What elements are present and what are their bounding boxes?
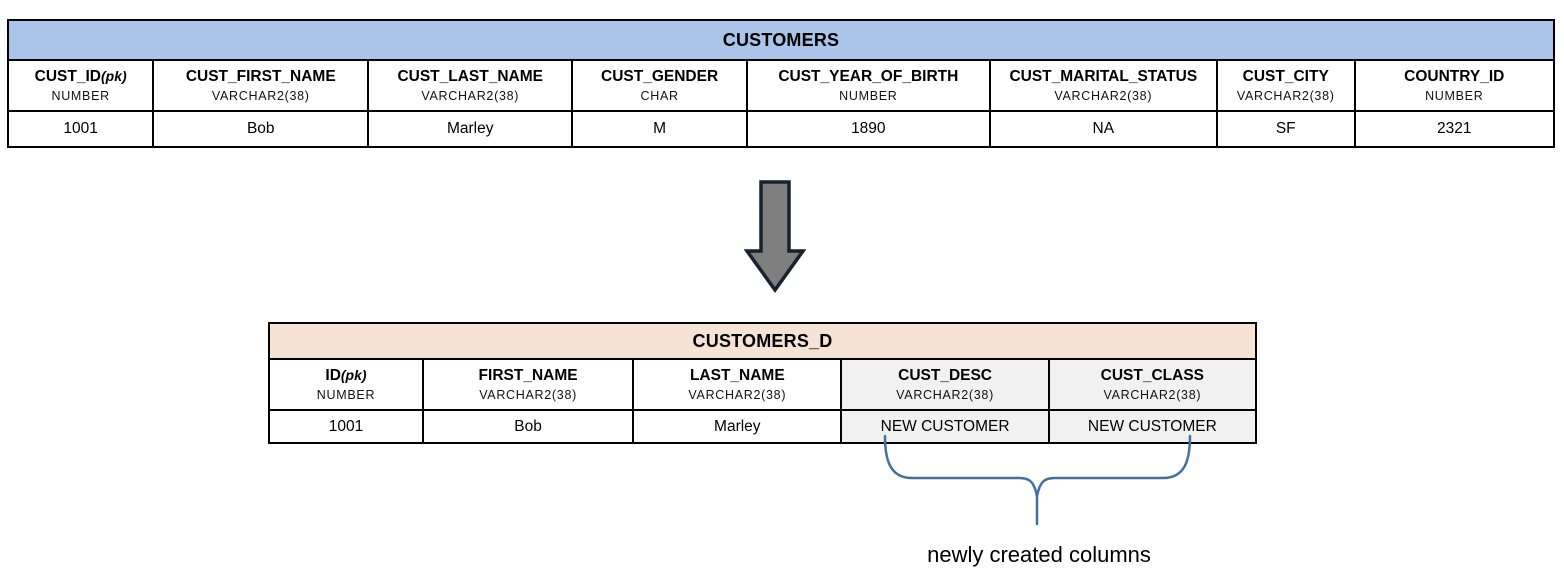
column-header-cust-first-name: CUST_FIRST_NAME VARCHAR2(38)	[152, 59, 370, 112]
cell-cust-first-name: Bob	[152, 110, 370, 148]
cell-cust-year-of-birth: 1890	[745, 110, 991, 148]
annotation-label: newly created columns	[927, 542, 1151, 567]
column-header-cust-last-name: CUST_LAST_NAME VARCHAR2(38)	[367, 59, 574, 112]
cell-cust-id: 1001	[6, 110, 155, 148]
column-name: CUST_ID	[34, 68, 101, 85]
column-type: CHAR	[640, 88, 679, 103]
column-name: COUNTRY_ID	[1404, 67, 1505, 85]
cell-cust-city: SF	[1215, 110, 1356, 148]
target-table-title: CUSTOMERS_D	[268, 322, 1257, 360]
cell-cust-last-name: Marley	[367, 110, 574, 148]
column-header-cust-city: CUST_CITY VARCHAR2(38)	[1215, 59, 1356, 112]
column-header-last-name: LAST_NAME VARCHAR2(38)	[632, 358, 843, 411]
column-name: ID	[325, 367, 341, 384]
column-header-cust-id: CUST_ID(pk) NUMBER	[6, 59, 155, 112]
cell-cust-class: NEW CUSTOMER	[1047, 409, 1258, 444]
column-header-id: ID(pk) NUMBER	[268, 358, 424, 411]
cell-last-name: Marley	[632, 409, 843, 444]
column-type: VARCHAR2(38)	[421, 88, 520, 103]
column-type: VARCHAR2(38)	[479, 387, 577, 402]
source-table: CUSTOMERS CUST_ID(pk) NUMBER CUST_FIRST_…	[6, 19, 1556, 148]
column-header-cust-marital-status: CUST_MARITAL_STATUS VARCHAR2(38)	[988, 59, 1218, 112]
column-name: CUST_MARITAL_STATUS	[1009, 67, 1198, 85]
column-name: FIRST_NAME	[478, 366, 578, 384]
column-type: NUMBER	[316, 388, 376, 402]
column-type: VARCHAR2(38)	[1236, 88, 1335, 103]
column-type: VARCHAR2(38)	[1054, 88, 1153, 103]
cell-cust-desc: NEW CUSTOMER	[840, 409, 1050, 444]
column-name: CUST_CLASS	[1100, 366, 1205, 384]
cell-cust-gender: M	[571, 110, 748, 148]
column-type: VARCHAR2(38)	[688, 387, 787, 402]
table-row: 1001 Bob Marley M 1890 NA SF 2321	[6, 110, 1556, 148]
column-type: VARCHAR2(38)	[211, 88, 310, 103]
curly-brace-icon	[883, 434, 1192, 526]
target-table: CUSTOMERS_D ID(pk) NUMBER FIRST_NAME VAR…	[268, 322, 1258, 444]
pk-marker: (pk)	[100, 68, 127, 84]
column-type: VARCHAR2(38)	[896, 387, 994, 402]
table-row: 1001 Bob Marley NEW CUSTOMER NEW CUSTOME…	[268, 409, 1258, 444]
column-type: NUMBER	[1425, 88, 1484, 103]
column-name: CUST_YEAR_OF_BIRTH	[778, 67, 959, 85]
cell-first-name: Bob	[421, 409, 635, 444]
cell-country-id: 2321	[1353, 110, 1556, 148]
column-type: NUMBER	[839, 88, 898, 103]
column-header-cust-gender: CUST_GENDER CHAR	[571, 59, 748, 112]
column-name: CUST_LAST_NAME	[397, 67, 543, 85]
column-name: LAST_NAME	[689, 366, 785, 384]
column-name: CUST_DESC	[898, 366, 993, 384]
column-header-cust-class: CUST_CLASS VARCHAR2(38)	[1047, 358, 1258, 411]
column-name: CUST_CITY	[1242, 67, 1329, 85]
cell-id: 1001	[268, 409, 424, 444]
column-header-first-name: FIRST_NAME VARCHAR2(38)	[421, 358, 635, 411]
down-arrow-icon	[744, 180, 806, 294]
column-name: CUST_GENDER	[601, 67, 719, 85]
pk-marker: (pk)	[340, 367, 367, 383]
cell-cust-marital-status: NA	[988, 110, 1218, 148]
column-type: NUMBER	[51, 89, 110, 103]
column-header-cust-desc: CUST_DESC VARCHAR2(38)	[840, 358, 1050, 411]
column-header-country-id: COUNTRY_ID NUMBER	[1353, 59, 1556, 112]
column-header-cust-year-of-birth: CUST_YEAR_OF_BIRTH NUMBER	[745, 59, 991, 112]
column-name: CUST_FIRST_NAME	[185, 67, 336, 85]
source-table-title: CUSTOMERS	[7, 19, 1555, 61]
column-type: VARCHAR2(38)	[1103, 387, 1202, 402]
